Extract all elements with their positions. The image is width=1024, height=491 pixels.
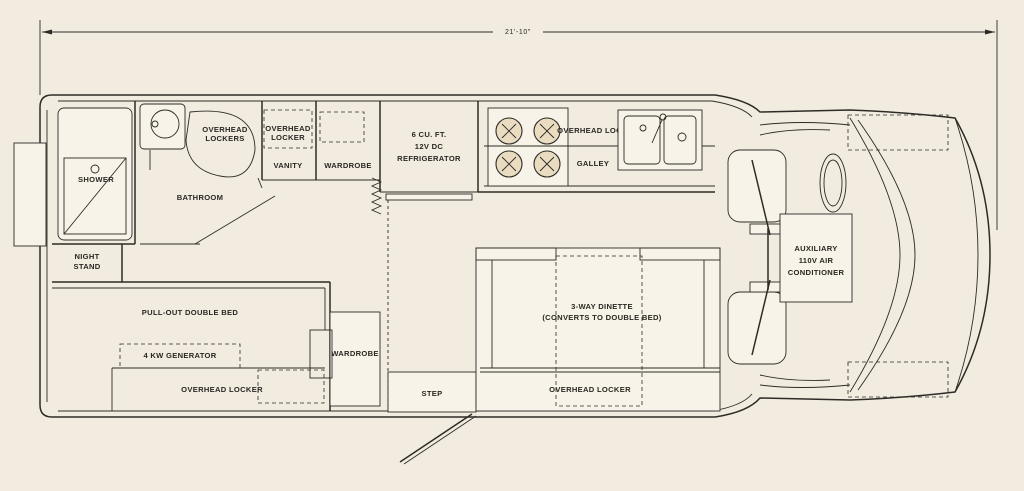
vanity-locker-label-1: OVERHEAD [265,124,311,133]
sink [617,109,703,171]
shower: SHOWER [57,107,133,241]
vehicle-body [13,94,991,418]
bath-lockers-label-1: OVERHEAD [202,125,248,134]
fridge-label-1: 6 CU. FT. [412,130,447,139]
dimension-line: 21'-10" [39,20,998,230]
lockers-outline [185,110,256,178]
passenger-seat [727,281,793,365]
generator-label: 4 KW GENERATOR [143,351,216,360]
step-label: STEP [421,389,442,398]
bed-locker-label: OVERHEAD LOCKER [181,385,263,394]
steering-wheel-inner [823,159,843,207]
driver-seat [727,149,793,235]
night-stand-label-1: NIGHT [74,252,99,261]
vanity-locker-label-2: LOCKER [271,133,305,142]
bath-lockers-label-2: LOCKERS [205,134,244,143]
ac-unit [779,213,853,303]
door-spring [370,177,383,215]
toilet-fixture [139,103,186,170]
entry-door [399,413,473,463]
dinette-label-2: (CONVERTS TO DOUBLE BED) [542,313,661,322]
bathroom-label: BATHROOM [177,193,224,202]
dinette-label-1: 3-WAY DINETTE [571,302,633,311]
wardrobe-bottom-label: WARDROBE [331,349,379,358]
stove [487,107,569,187]
wardrobe-locker-outline [319,111,365,143]
wardrobe-top-label: WARDROBE [324,161,372,170]
shower-label: SHOWER [78,175,114,184]
bed-locker-dashed [257,369,325,404]
wardrobe-bottom-box [329,311,381,407]
ac-label-3: CONDITIONER [788,268,845,277]
ac-label-2: 110V AIR [799,256,834,265]
steering-wheel [819,153,847,213]
night-stand-label-2: STAND [73,262,100,271]
galley-locker-label: OVERHEAD LOCKER [557,126,639,135]
dimension-label: 21'-10" [505,29,531,36]
seat-divider [751,159,771,356]
vanity-label: VANITY [273,161,302,170]
fridge-label-2: 12V DC [415,142,444,151]
fridge-label-3: REFRIGERATOR [397,154,461,163]
bed-label: PULL-OUT DOUBLE BED [142,308,239,317]
ac-label-1: AUXILIARY [794,244,837,253]
dinette [475,247,721,412]
galley-label: GALLEY [577,159,610,168]
dinette-locker-label: OVERHEAD LOCKER [549,385,631,394]
entry-door-inner [403,415,477,465]
wardrobe-bottom-door [309,329,333,379]
vanity-locker-outline [263,109,313,149]
